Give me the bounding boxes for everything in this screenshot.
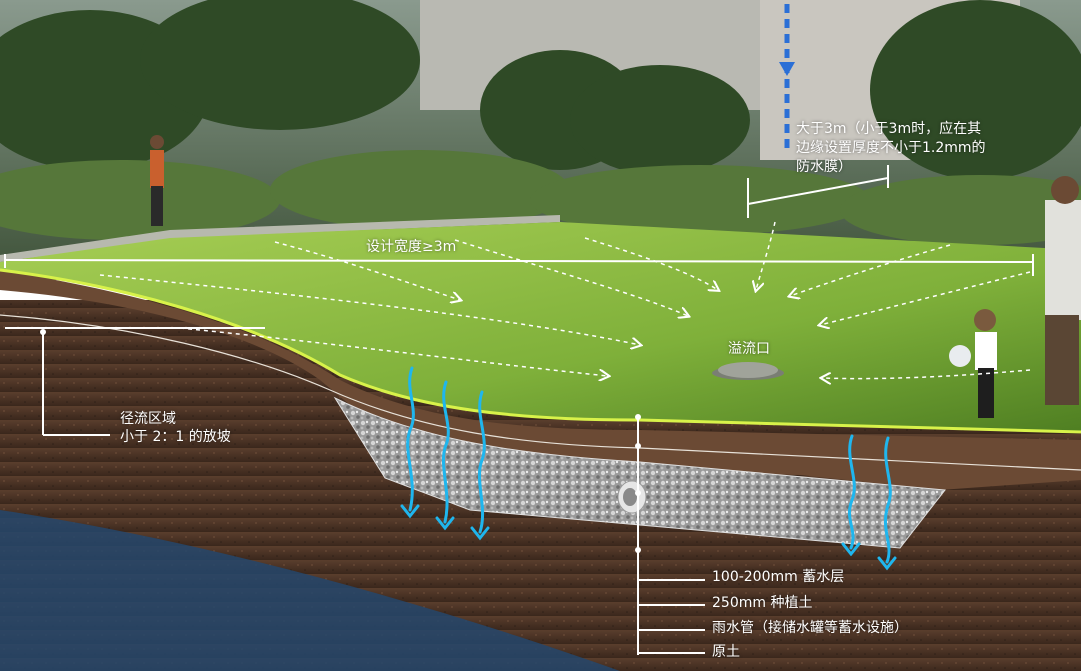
grass-edge-line xyxy=(0,268,1081,434)
slope-label: 小于 2：1 的放坡 xyxy=(120,429,231,445)
dimension-dots xyxy=(40,329,641,553)
layer-label-native-soil: 原土 xyxy=(712,644,740,660)
planting-soil xyxy=(0,270,1081,490)
gravel-storage-layer xyxy=(333,396,946,549)
top-right-note-line2: 边缘设置厚度不小于1.2mm的 xyxy=(796,140,986,156)
soil-boundary-line xyxy=(0,314,1081,471)
child-with-ball xyxy=(949,309,997,418)
water-infiltration-icon xyxy=(400,366,897,571)
runoff-flow-arrows xyxy=(99,221,1031,379)
down-arrow-icon xyxy=(779,4,795,150)
overflow-drain-icon xyxy=(712,362,784,380)
top-right-note-line3: 防水膜） xyxy=(796,159,852,175)
walkway xyxy=(0,215,560,262)
shrubs xyxy=(0,150,1081,245)
runoff-area-label: 径流区域 xyxy=(120,411,176,427)
layer-label-planting-soil: 250mm 种植土 xyxy=(712,595,813,611)
dimension-lines xyxy=(4,165,1034,655)
overflow-label: 溢流口 xyxy=(728,341,770,357)
design-width-label: 设计宽度≥3m xyxy=(366,239,457,255)
layer-label-pipe: 雨水管（接储水罐等蓄水设施） xyxy=(712,620,908,636)
trees xyxy=(0,0,1081,180)
deep-water-layer xyxy=(0,510,620,671)
layer-label-storage: 100-200mm 蓄水层 xyxy=(712,569,845,585)
person-left xyxy=(150,135,164,226)
adult-right xyxy=(1045,176,1081,405)
top-right-note-line1: 大于3m（小于3m时，应在其 xyxy=(796,121,982,137)
pipe-icon xyxy=(617,480,647,514)
